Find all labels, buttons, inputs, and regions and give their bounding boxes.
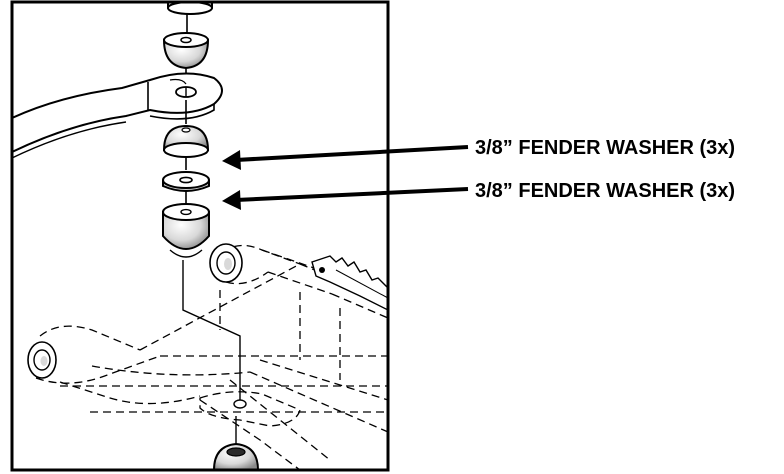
- callout-label-fender-washer-2: 3/8” FENDER WASHER (3x): [475, 180, 735, 202]
- toothed-bracket: [311, 255, 388, 311]
- top-partial-part: [167, 2, 213, 15]
- bottom-bushing-partial: [212, 442, 260, 470]
- callout-arrow-1: [222, 145, 469, 170]
- bolt-alignment-line: [182, 260, 241, 402]
- middle-bushing: [162, 124, 210, 158]
- lower-bushing: [162, 203, 210, 258]
- mount-hole: [233, 399, 247, 409]
- picture-frame: [10, 0, 390, 472]
- callout-arrow-2: [222, 187, 469, 210]
- callout-label-fender-washer-1: 3/8” FENDER WASHER (3x): [475, 137, 735, 159]
- tube-end-left: [27, 341, 57, 379]
- frame-phantom: [35, 244, 388, 470]
- tube-end-right: [209, 243, 243, 283]
- upper-bushing: [162, 32, 210, 80]
- sway-bar-arm: [12, 72, 223, 159]
- illustration: [12, 2, 388, 470]
- fender-washer: [162, 171, 210, 192]
